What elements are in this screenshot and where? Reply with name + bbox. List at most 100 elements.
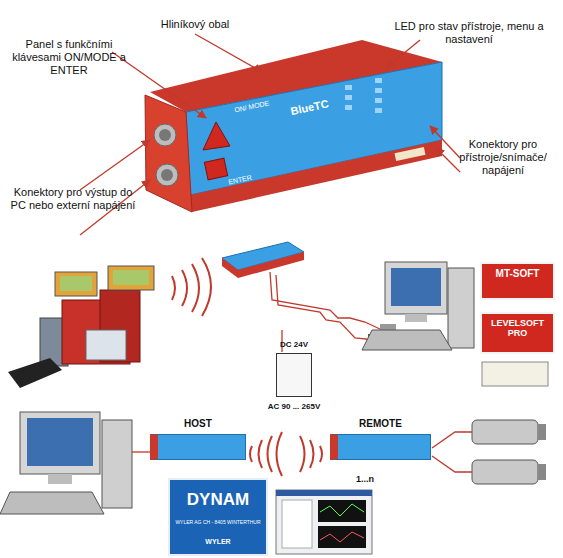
node-text: BlueTC (289, 91, 360, 118)
computer (362, 330, 452, 350)
leader-line (80, 140, 150, 190)
wireless-signal (259, 440, 263, 468)
sensor (472, 420, 546, 484)
computer (27, 418, 93, 466)
sensor (472, 460, 538, 484)
node-text: HOST (148, 418, 248, 430)
device-panel: ON/ MODE BlueTC ENTER (190, 62, 442, 197)
node-text: MT-SOFT (482, 268, 553, 280)
device-body (375, 88, 382, 93)
software-screenshot (318, 500, 366, 522)
callout-text: Konektory pro přístroje/snímače/ napájen… (445, 138, 561, 178)
sensor (472, 420, 538, 444)
leader-line (430, 126, 460, 158)
software-screenshot (320, 532, 364, 542)
sensor (538, 464, 546, 480)
node-text: AC 90 ... 265V (246, 402, 342, 411)
computer (0, 412, 132, 514)
wireless-signal (182, 270, 187, 306)
level-instruments (8, 358, 62, 388)
bluetc-small (222, 258, 238, 278)
node-text: WYLER AG CH - 8405 WINTERTHUR (174, 520, 262, 526)
computer (102, 420, 132, 508)
wireless-signal (172, 276, 175, 300)
callout-text: Konektory pro výstup do PC nebo externí … (6, 186, 140, 212)
wireless-signal (172, 258, 211, 316)
computer (20, 412, 100, 474)
leader-line (195, 34, 262, 72)
wireless-signal (250, 432, 322, 476)
device-body (375, 98, 382, 103)
wireless-signal (310, 440, 314, 468)
software-screenshot (276, 490, 372, 554)
node-text: REMOTE (328, 418, 433, 430)
wireless-signal (300, 436, 305, 472)
device-body (345, 95, 352, 100)
device-body (145, 40, 442, 212)
leader-line (112, 52, 206, 118)
device-body (154, 124, 176, 146)
node-text: ON/ MODE (234, 98, 279, 115)
host-unit: HOST (148, 418, 248, 468)
sensor (538, 424, 546, 440)
level-instruments (8, 266, 154, 388)
computer (362, 262, 474, 350)
level-instruments (55, 272, 97, 296)
device-body (204, 158, 227, 180)
computer (405, 314, 427, 322)
cable (132, 451, 150, 452)
software-screenshot (320, 504, 364, 516)
computer (0, 492, 104, 514)
node-text: DC 24V (246, 340, 342, 349)
cable (276, 275, 375, 340)
node-text: ENTER (228, 170, 273, 187)
power-supply: DC 24V AC 90 ... 265V (246, 340, 342, 418)
node-text: LEVELSOFT PRO (482, 318, 553, 339)
computer (391, 268, 441, 306)
wireless-signal (250, 446, 252, 462)
callout-text: Hliníkový obal (140, 18, 250, 31)
wireless-signal (277, 432, 283, 476)
device-body (394, 147, 425, 161)
software-screenshot (318, 526, 366, 548)
device-body (190, 140, 442, 212)
software-box: LEVELSOFT PRO (480, 312, 555, 354)
level-instruments (108, 266, 154, 290)
unit-body (276, 353, 312, 397)
device-body (375, 108, 382, 113)
cable (432, 432, 472, 448)
cable (432, 456, 472, 472)
bluetc-small (222, 242, 304, 278)
node-text: DYNAM (170, 490, 266, 510)
level-instruments (86, 330, 126, 360)
callout-text: Panel s funkčními klávesami ON/MODE a EN… (4, 38, 134, 78)
device-body (145, 95, 192, 212)
software-card (482, 362, 548, 386)
device-body (159, 129, 171, 141)
computer (48, 474, 72, 484)
software-box: DYNAM WYLER AG CH - 8405 WINTERTHUR WYLER (168, 478, 268, 556)
wireless-signal (268, 436, 273, 472)
unit-body (330, 434, 431, 460)
node-text: WYLER (170, 538, 266, 546)
wireless-signal (320, 446, 322, 462)
level-instruments (113, 270, 149, 285)
computer (448, 268, 474, 348)
leader-line (80, 34, 460, 235)
level-instruments (60, 276, 92, 291)
device-body (375, 78, 382, 83)
count-label: 1...n (340, 474, 390, 485)
device-body (203, 122, 230, 150)
computer (385, 262, 447, 314)
callout-text: LED pro stav přístroje, menu a nastavení (378, 20, 560, 46)
device-body (161, 169, 173, 181)
device-body (345, 105, 352, 110)
device-body (156, 164, 178, 186)
software-screenshot (282, 500, 312, 548)
software-screenshot (276, 490, 372, 554)
wireless-signal (202, 258, 211, 316)
device-body (345, 85, 352, 90)
software-box: MT-SOFT (480, 262, 555, 300)
